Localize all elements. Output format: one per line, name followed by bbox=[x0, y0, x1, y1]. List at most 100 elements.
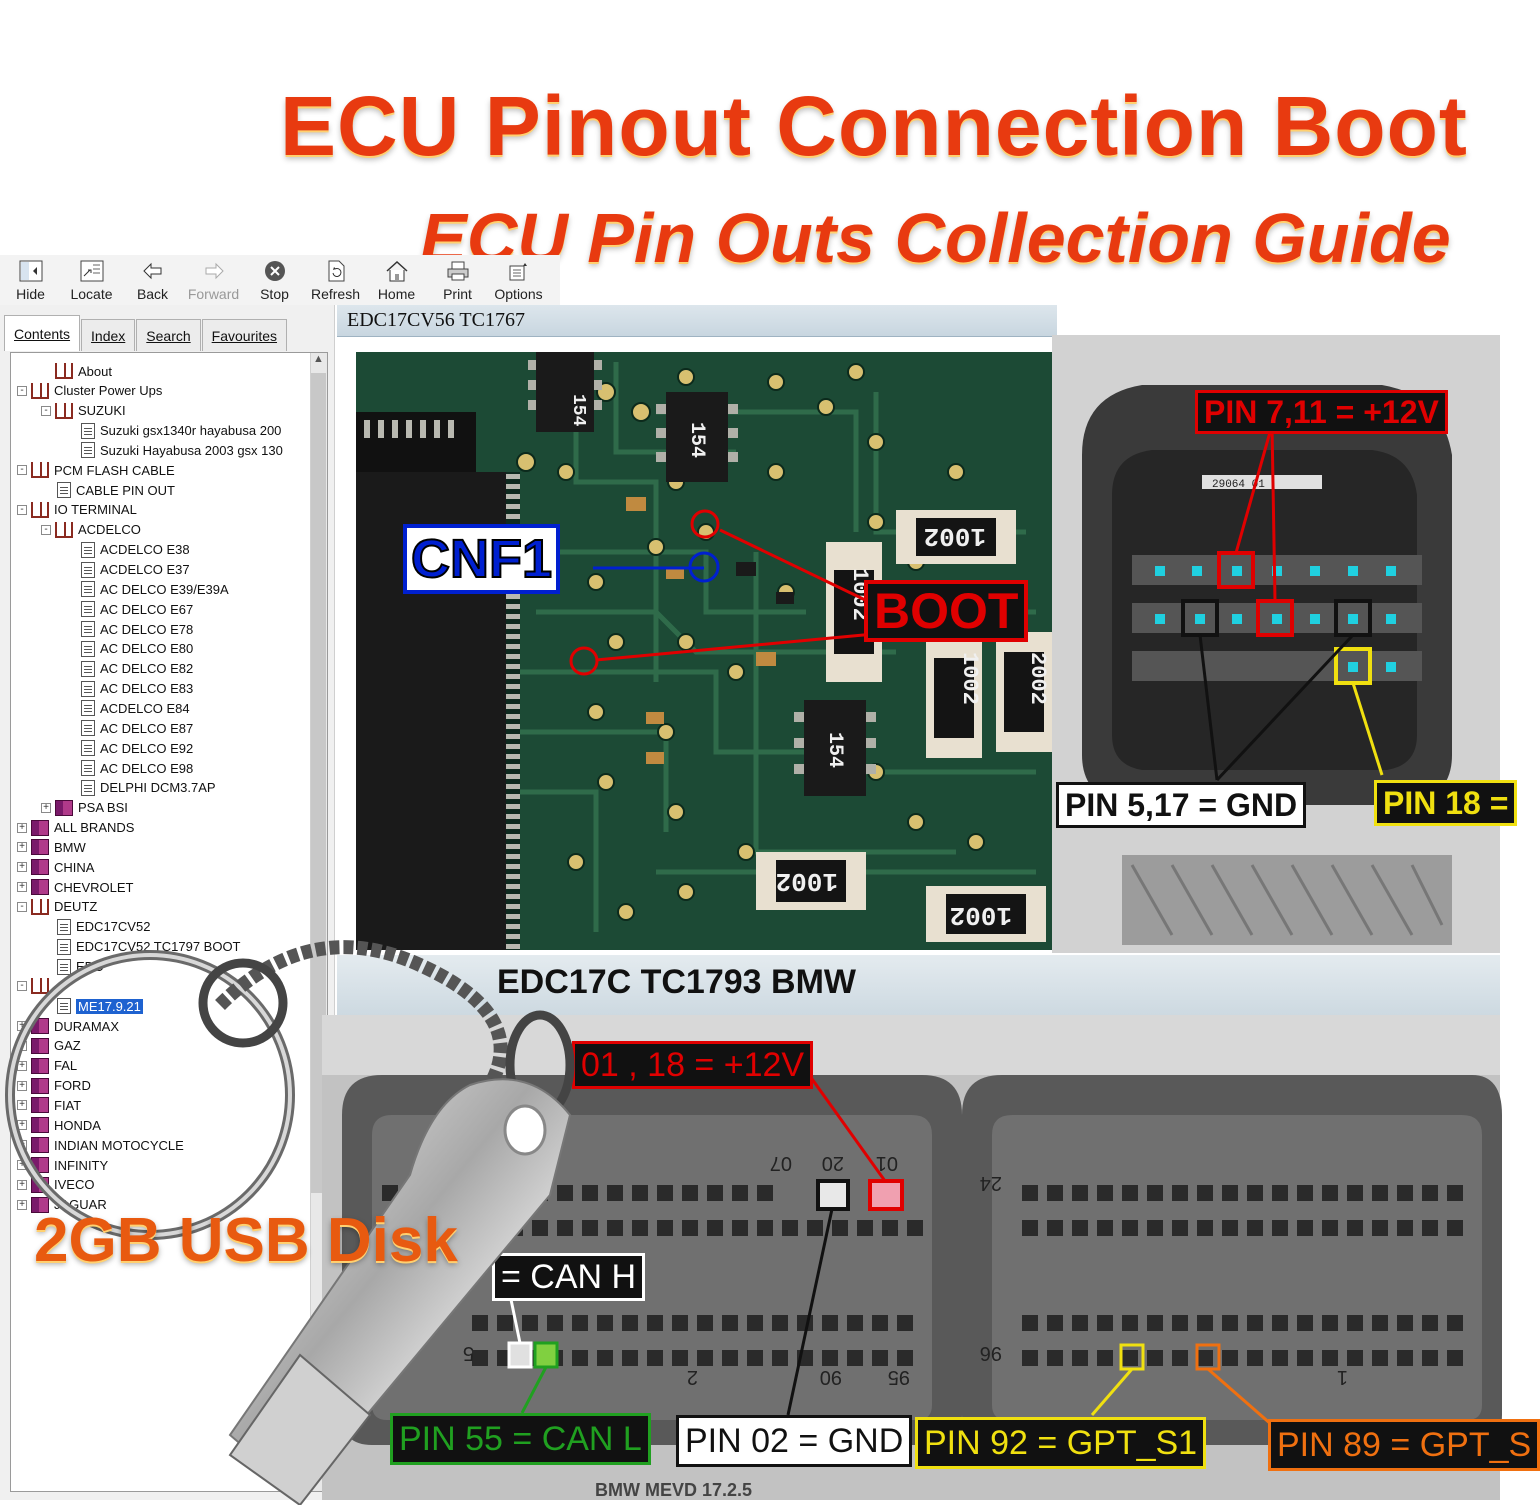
connector-pin bbox=[1322, 1220, 1338, 1236]
connector-pin bbox=[747, 1315, 763, 1331]
tree-item[interactable]: AC DELCO E80 bbox=[65, 639, 193, 659]
tree-item[interactable]: ACDELCO E38 bbox=[65, 540, 190, 560]
tab-index[interactable]: Index bbox=[81, 319, 136, 351]
tree-item[interactable]: +PSA BSI bbox=[41, 798, 128, 818]
tree-item[interactable]: ACDELCO E84 bbox=[65, 698, 190, 718]
tree-item[interactable]: AC DELCO E98 bbox=[65, 758, 193, 778]
tree-item-label: AC DELCO E83 bbox=[100, 681, 194, 697]
collapse-icon[interactable]: - bbox=[41, 524, 51, 535]
expand-icon[interactable]: + bbox=[17, 1021, 27, 1032]
connector-pin bbox=[1172, 1220, 1188, 1236]
expand-icon[interactable]: + bbox=[17, 1120, 27, 1131]
connector-pin bbox=[772, 1315, 788, 1331]
tree-item[interactable]: ME17.9.21 bbox=[41, 996, 143, 1016]
tree-item[interactable]: AC DELCO E39/E39A bbox=[65, 579, 229, 599]
tree-item[interactable]: +BMW bbox=[17, 837, 86, 857]
tree-item[interactable]: +INDIAN MOTOCYCLE bbox=[17, 1135, 184, 1155]
back-button[interactable]: Back bbox=[122, 255, 183, 305]
tree-item[interactable]: CABLE PIN OUT bbox=[41, 480, 175, 500]
connector-pin bbox=[1197, 1220, 1213, 1236]
locate-label: Locate bbox=[70, 286, 113, 302]
tree-item[interactable]: -DEUTZ bbox=[17, 897, 97, 917]
tree-item[interactable]: - bbox=[17, 976, 54, 996]
tree-item[interactable]: +CHEVROLET bbox=[17, 877, 133, 897]
topic-page-icon bbox=[81, 660, 95, 677]
tree-item[interactable]: -IO TERMINAL bbox=[17, 500, 137, 520]
tree-item[interactable]: +GAZ bbox=[17, 1036, 81, 1056]
connector-pin bbox=[572, 1350, 588, 1366]
tree-item[interactable]: Suzuki gsx1340r hayabusa 200 bbox=[65, 421, 281, 441]
tree-item[interactable]: AC DELCO E87 bbox=[65, 718, 193, 738]
collapse-icon[interactable]: - bbox=[17, 504, 27, 515]
tree-item[interactable]: About bbox=[41, 361, 112, 381]
tree-item-label: AC DELCO E39/E39A bbox=[100, 581, 229, 597]
tree-item-label: EDC17CV52 TC1797 BOOT bbox=[76, 939, 241, 955]
expand-icon[interactable]: + bbox=[17, 882, 27, 893]
collapse-icon[interactable]: - bbox=[41, 405, 51, 416]
tree-item[interactable]: +ALL BRANDS bbox=[17, 818, 134, 838]
tree-item-label: Cluster Power Ups bbox=[54, 383, 163, 399]
tree-item[interactable]: -ACDELCO bbox=[41, 520, 141, 540]
expand-icon[interactable]: + bbox=[17, 1179, 27, 1190]
tab-favourites[interactable]: Favourites bbox=[201, 319, 288, 351]
tab-contents[interactable]: Contents bbox=[4, 315, 81, 351]
tree-item[interactable]: AC DELCO E83 bbox=[65, 679, 193, 699]
collapse-icon[interactable]: - bbox=[17, 385, 27, 396]
tree-item[interactable]: -PCM FLASH CABLE bbox=[17, 460, 175, 480]
home-button[interactable]: Home bbox=[366, 255, 427, 305]
topic-page-icon bbox=[81, 581, 95, 598]
home-label: Home bbox=[377, 286, 416, 302]
tree-item[interactable]: EDC bbox=[41, 957, 103, 977]
tree-item[interactable]: DELPHI DCM3.7AP bbox=[65, 778, 216, 798]
stop-button[interactable]: Stop bbox=[244, 255, 305, 305]
tree-item[interactable]: ACDELCO E37 bbox=[65, 560, 190, 580]
tree-item[interactable]: AC DELCO E82 bbox=[65, 659, 193, 679]
tree-item[interactable]: -SUZUKI bbox=[41, 401, 126, 421]
refresh-button[interactable]: Refresh bbox=[305, 255, 366, 305]
forward-button[interactable]: Forward bbox=[183, 255, 244, 305]
tree-item[interactable]: +HONDA bbox=[17, 1115, 101, 1135]
tree-item[interactable]: Suzuki Hayabusa 2003 gsx 130 bbox=[65, 440, 283, 460]
expand-icon[interactable]: + bbox=[17, 842, 27, 853]
tree-item[interactable]: - Cluster Power Ups bbox=[17, 381, 162, 401]
expand-icon[interactable]: + bbox=[17, 1060, 27, 1071]
tree-item[interactable]: + INFINITY bbox=[17, 1155, 108, 1175]
expand-icon[interactable]: + bbox=[17, 1080, 27, 1091]
expand-icon[interactable]: + bbox=[17, 1199, 27, 1210]
connector-pin bbox=[897, 1350, 913, 1366]
expand-icon[interactable]: + bbox=[17, 1040, 27, 1051]
tree-item[interactable]: +CHINA bbox=[17, 857, 94, 877]
collapse-icon[interactable]: - bbox=[17, 901, 27, 912]
collapse-icon[interactable]: - bbox=[17, 981, 27, 992]
tree-item[interactable]: AC DELCO E67 bbox=[65, 599, 193, 619]
expand-icon[interactable]: + bbox=[17, 1160, 27, 1170]
expand-icon[interactable]: + bbox=[17, 1100, 27, 1111]
tree-item[interactable]: +DURAMAX bbox=[17, 1016, 119, 1036]
tree-item[interactable]: AC DELCO E78 bbox=[65, 619, 193, 639]
connector-pin bbox=[1222, 1315, 1238, 1331]
expand-icon[interactable]: + bbox=[17, 822, 27, 833]
tree-item[interactable]: +FAL bbox=[17, 1056, 77, 1076]
tree-item[interactable]: +FIAT bbox=[17, 1095, 81, 1115]
tree-item-label: INFINITY bbox=[54, 1157, 109, 1173]
tree-item[interactable]: EDC17CV52 TC1797 BOOT bbox=[41, 937, 241, 957]
hide-button[interactable]: Hide bbox=[0, 255, 61, 305]
locate-button[interactable]: Locate bbox=[61, 255, 122, 305]
connector-pin bbox=[757, 1220, 773, 1236]
scroll-up-icon[interactable]: ▲ bbox=[313, 353, 324, 365]
tree-item[interactable]: EDC17CV52 bbox=[41, 917, 150, 937]
expand-icon[interactable]: + bbox=[17, 1140, 27, 1151]
print-label: Print bbox=[443, 286, 472, 302]
expand-icon[interactable]: + bbox=[41, 802, 51, 813]
tree-item[interactable]: AC DELCO E92 bbox=[65, 738, 193, 758]
tab-search[interactable]: Search bbox=[136, 319, 201, 351]
tree-item[interactable]: +FORD bbox=[17, 1076, 91, 1096]
print-button[interactable]: Print bbox=[427, 255, 488, 305]
resistor-code-1: 1002 bbox=[924, 521, 986, 551]
collapse-icon[interactable]: - bbox=[17, 465, 27, 476]
tree-item[interactable]: +IVECO bbox=[17, 1175, 94, 1195]
tree-item-label: AC DELCO E92 bbox=[100, 740, 194, 756]
expand-icon[interactable]: + bbox=[17, 862, 27, 873]
options-button[interactable]: Options bbox=[488, 255, 549, 305]
connector-pin bbox=[1372, 1315, 1388, 1331]
